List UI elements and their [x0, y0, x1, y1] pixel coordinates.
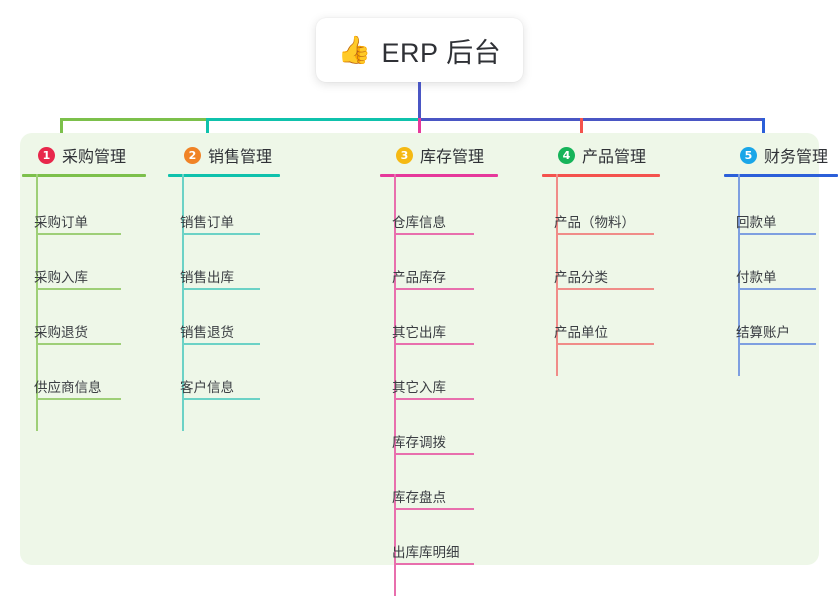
branch-title-4: 产品管理: [582, 149, 647, 166]
leaf-underline: [182, 233, 260, 235]
leaf-underline: [738, 288, 816, 290]
leaf-underline: [36, 343, 121, 345]
leaf-underline: [394, 563, 474, 565]
leaf-underline: [394, 508, 474, 510]
leaf-label: 库存盘点: [392, 490, 446, 505]
branch-title-3: 库存管理: [420, 149, 485, 166]
branch-title-5: 财务管理: [764, 149, 829, 166]
branch-spine-4: [556, 174, 558, 376]
leaf-underline: [738, 233, 816, 235]
branches-panel: 1 采购管理采购订单采购入库采购退货供应商信息 2 销售管理销售订单销售出库销售退货客…: [20, 133, 838, 596]
leaf-underline: [738, 343, 816, 345]
leaf-label: 付款单: [736, 270, 777, 285]
leaf-label: 产品（物料）: [554, 215, 635, 230]
leaf-label: 其它出库: [392, 325, 446, 340]
leaf-label: 仓库信息: [392, 215, 446, 230]
leaf-underline: [182, 398, 260, 400]
leaf-underline: [182, 343, 260, 345]
leaf-label: 产品单位: [554, 325, 608, 340]
branch-header-4[interactable]: 4 产品管理: [558, 143, 646, 167]
root-node[interactable]: 👍 ERP 后台: [316, 18, 523, 82]
branch-badge-2: 2: [184, 146, 201, 164]
leaf-label: 销售出库: [180, 270, 234, 285]
branch-badge-1: 1: [38, 146, 55, 164]
leaf-label: 供应商信息: [34, 380, 102, 395]
leaf-underline: [36, 288, 121, 290]
branch-header-2[interactable]: 2 销售管理: [184, 143, 272, 167]
branch-rule-2: [168, 174, 280, 177]
leaf-underline: [394, 453, 474, 455]
leaf-underline: [556, 343, 654, 345]
leaf-underline: [394, 288, 474, 290]
segment-green: [60, 118, 206, 121]
branch-rule-5: [724, 174, 838, 177]
segment-indigo: [418, 118, 763, 121]
leaf-underline: [182, 288, 260, 290]
branch-title-2: 销售管理: [208, 149, 273, 166]
branch-spine-1: [36, 174, 38, 431]
leaf-underline: [394, 398, 474, 400]
branch-header-5[interactable]: 5 财务管理: [740, 143, 828, 167]
branch-spine-2: [182, 174, 184, 431]
leaf-label: 产品分类: [554, 270, 608, 285]
leaf-label: 产品库存: [392, 270, 446, 285]
leaf-label: 客户信息: [180, 380, 234, 395]
branch-header-3[interactable]: 3 库存管理: [396, 143, 484, 167]
leaf-label: 结算账户: [736, 325, 790, 340]
leaf-underline: [556, 288, 654, 290]
leaf-label: 采购退货: [34, 325, 88, 340]
branch-badge-5: 5: [740, 146, 757, 164]
leaf-underline: [556, 233, 654, 235]
leaf-underline: [36, 398, 121, 400]
leaf-label: 采购入库: [34, 270, 88, 285]
root-title: ERP 后台: [381, 37, 502, 68]
thumbs-up-icon: 👍: [337, 34, 372, 65]
leaf-label: 出库库明细: [392, 545, 460, 560]
branch-badge-3: 3: [396, 146, 413, 164]
branch-rule-3: [380, 174, 498, 177]
leaf-underline: [394, 343, 474, 345]
segment-teal: [206, 118, 418, 121]
leaf-label: 其它入库: [392, 380, 446, 395]
leaf-label: 采购订单: [34, 215, 88, 230]
leaf-underline: [36, 233, 121, 235]
leaf-underline: [394, 233, 474, 235]
branch-badge-4: 4: [558, 146, 575, 164]
root-stem: [418, 82, 421, 118]
branch-rule-4: [542, 174, 660, 177]
branch-title-1: 采购管理: [62, 149, 127, 166]
branch-rule-1: [22, 174, 146, 177]
leaf-label: 回款单: [736, 215, 777, 230]
leaf-label: 销售订单: [180, 215, 234, 230]
branch-header-1[interactable]: 1 采购管理: [38, 143, 126, 167]
leaf-label: 库存调拨: [392, 435, 446, 450]
leaf-label: 销售退货: [180, 325, 234, 340]
branch-spine-5: [738, 174, 740, 376]
branch-spine-3: [394, 174, 396, 596]
